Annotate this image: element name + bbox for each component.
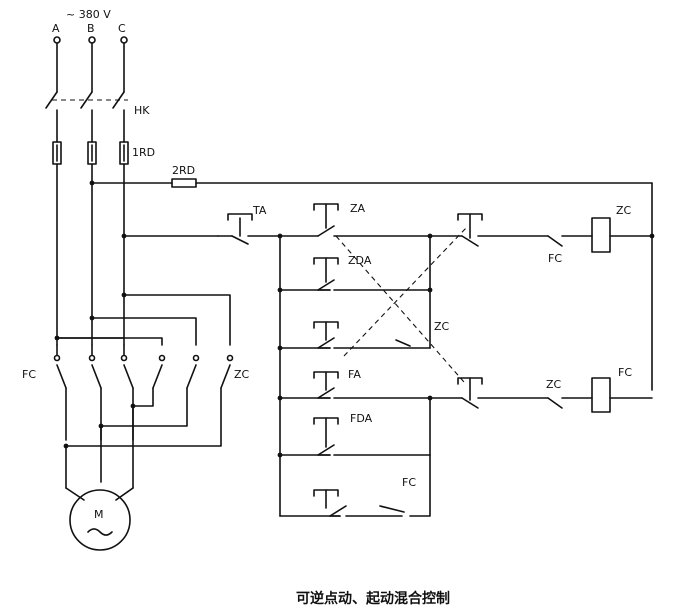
zc-auxiliary-contacts: [313, 233, 433, 349]
diagram-caption: 可逆点动、起动混合控制: [296, 590, 450, 607]
phase-a-label: A: [52, 22, 60, 35]
supply-voltage-label: ~ 380 V: [66, 8, 111, 21]
fc-coil-label: FC: [618, 366, 632, 379]
control-left-rail: [277, 233, 341, 517]
phase-c-label: C: [118, 22, 126, 35]
zc-coil-label: ZC: [616, 204, 632, 217]
forward-start-button-za: [279, 203, 431, 237]
fc-power-contacts-label: FC: [22, 368, 36, 381]
main-fuses-1rd: [52, 141, 129, 165]
zc-nc-contact-label: ZC: [546, 378, 562, 391]
forward-start-label: ZA: [350, 202, 366, 215]
motor-ac-symbol: [87, 528, 113, 536]
button-interlock-linkages: [335, 227, 467, 383]
main-switch-label: HK: [134, 104, 150, 117]
fc-nc-contact-label: FC: [548, 252, 562, 265]
fc-auxiliary-contacts: [313, 454, 431, 517]
phase-b-label: B: [87, 22, 95, 35]
forward-coil-branch: [429, 213, 655, 247]
fc-interlock-label: FC: [402, 476, 416, 489]
reverse-jog-button-fda: [313, 395, 433, 456]
zc-interlock-label: ZC: [434, 320, 450, 333]
motor-circle: [69, 489, 131, 551]
zc-power-contacts-label: ZC: [234, 368, 250, 381]
reverse-start-label: FA: [348, 368, 361, 381]
forward-jog-label: ZDA: [348, 254, 372, 267]
control-supply-wiring: [89, 180, 653, 391]
control-fuse-2rd: [171, 178, 197, 188]
supply-terminals: [53, 36, 128, 44]
reverse-coil-branch: [429, 377, 653, 409]
reverse-start-button-fa: [313, 371, 431, 399]
fuse-2rd-label: 2RD: [172, 164, 195, 177]
forward-jog-button-zda: [313, 257, 431, 291]
power-crossovers: [54, 292, 231, 346]
reverse-jog-label: FDA: [350, 412, 373, 425]
power-buses: [56, 163, 125, 346]
zc-power-contacts: [63, 354, 234, 449]
motor-label: M: [94, 508, 104, 521]
stop-button-label: TA: [252, 204, 267, 217]
main-switch-hk: [45, 42, 128, 143]
fc-coil: [591, 377, 611, 413]
motor-leads: [65, 405, 134, 501]
fuse-1rd-label: 1RD: [132, 146, 155, 159]
zc-coil: [591, 217, 611, 253]
stop-button-ta: [217, 213, 281, 245]
